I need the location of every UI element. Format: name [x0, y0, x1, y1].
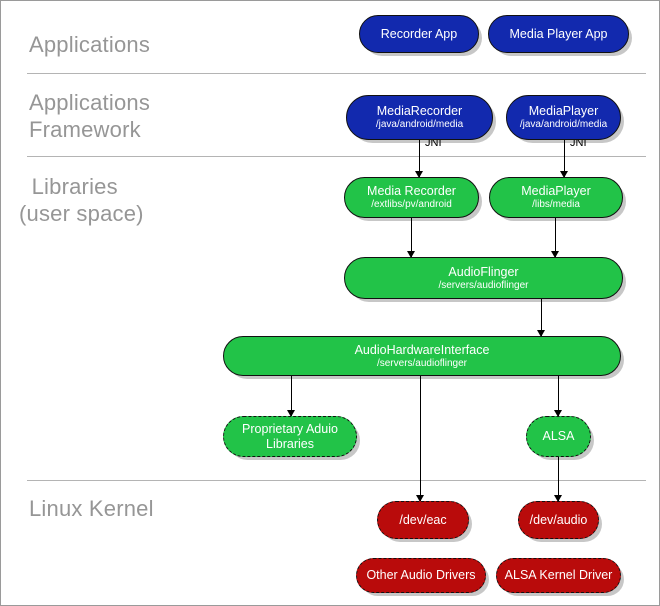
arrowhead-media-recorder-lib	[415, 171, 423, 178]
node-title: AudioFlinger	[448, 264, 519, 279]
connector-media-recorder-to-audioflinger	[411, 218, 413, 257]
node-title: MediaRecorder	[376, 104, 463, 118]
connector-audiohardwareinterface-to-dev-eac	[420, 376, 422, 501]
node-subtitle: /java/android/media	[375, 119, 464, 130]
node-proprietary-audio-libs[interactable]: Proprietary Aduio Libraries	[223, 416, 357, 457]
arrowhead-proprietary-libs	[287, 410, 295, 417]
arrowhead-audioflinger-right	[551, 251, 559, 258]
node-dev-audio[interactable]: /dev/audio	[518, 501, 599, 539]
node-title: /dev/eac	[399, 512, 447, 527]
node-media-player-app[interactable]: Media Player App	[488, 15, 629, 53]
node-title: Proprietary Aduio Libraries	[242, 421, 338, 451]
arrowhead-alsa	[554, 410, 562, 417]
arrowhead-audiohardwareinterface	[537, 330, 545, 337]
node-recorder-app[interactable]: Recorder App	[359, 15, 479, 53]
node-media-recorder-lib[interactable]: Media Recorder /extlibs/pv/android	[344, 177, 479, 218]
connector-alsa-to-dev-audio	[558, 457, 560, 501]
node-alsa[interactable]: ALSA	[526, 416, 591, 457]
node-subtitle: /java/android/media	[519, 119, 608, 130]
divider-applications-framework	[27, 156, 646, 157]
node-subtitle: /servers/audioflinger	[438, 279, 529, 291]
connector-audiohardwareinterface-to-proprietary-libs	[291, 376, 293, 416]
node-other-audio-drivers[interactable]: Other Audio Drivers	[356, 558, 486, 593]
node-subtitle: /libs/media	[532, 199, 580, 210]
connector-mediarecorder-to-media-recorder	[419, 140, 421, 177]
divider-linux-kernel	[27, 480, 646, 481]
connector-audiohardwareinterface-to-alsa	[558, 376, 560, 416]
node-mediaplayer-framework[interactable]: MediaPlayer /java/android/media	[506, 95, 621, 140]
layer-label-libraries: Libraries (user space)	[19, 174, 144, 226]
node-subtitle: /extlibs/pv/android	[371, 199, 452, 210]
node-title: ALSA Kernel Driver	[504, 568, 613, 582]
connector-audioflinger-to-audiohardwareinterface	[541, 299, 543, 336]
node-title: MediaPlayer	[528, 104, 599, 118]
layer-label-linux-kernel: Linux Kernel	[29, 496, 154, 521]
node-subtitle: /servers/audioflinger	[376, 357, 468, 369]
node-title: /dev/audio	[529, 512, 588, 527]
node-audiohardwareinterface[interactable]: AudioHardwareInterface /servers/audiofli…	[223, 336, 621, 376]
edge-label-jni-recorder: JNI	[425, 137, 442, 149]
node-mediarecorder-framework[interactable]: MediaRecorder /java/android/media	[346, 95, 493, 140]
connector-mediaplayer-lib-to-audioflinger	[555, 218, 557, 257]
layer-label-applications: Applications	[29, 32, 151, 57]
node-title: MediaPlayer	[521, 184, 591, 198]
node-title: Other Audio Drivers	[366, 568, 476, 582]
arrowhead-audioflinger-left	[407, 251, 415, 258]
arrowhead-dev-eac	[416, 495, 424, 502]
arrowhead-mediaplayer-lib	[560, 171, 568, 178]
node-dev-eac[interactable]: /dev/eac	[377, 501, 469, 539]
node-title: Media Player App	[509, 26, 608, 41]
node-alsa-kernel-driver[interactable]: ALSA Kernel Driver	[496, 558, 621, 593]
arrowhead-dev-audio	[554, 495, 562, 502]
divider-applications	[27, 73, 646, 74]
node-mediaplayer-lib[interactable]: MediaPlayer /libs/media	[489, 177, 623, 218]
node-title: ALSA	[542, 429, 575, 443]
node-title: Media Recorder	[367, 184, 456, 198]
connector-mediaplayer-to-mediaplayer-lib	[564, 140, 566, 177]
layer-label-applications-framework: Applications Framework	[29, 90, 151, 142]
node-title: Recorder App	[380, 26, 458, 41]
node-title: AudioHardwareInterface	[354, 342, 490, 357]
node-audioflinger[interactable]: AudioFlinger /servers/audioflinger	[344, 257, 623, 299]
edge-label-jni-player: JNI	[570, 137, 587, 149]
